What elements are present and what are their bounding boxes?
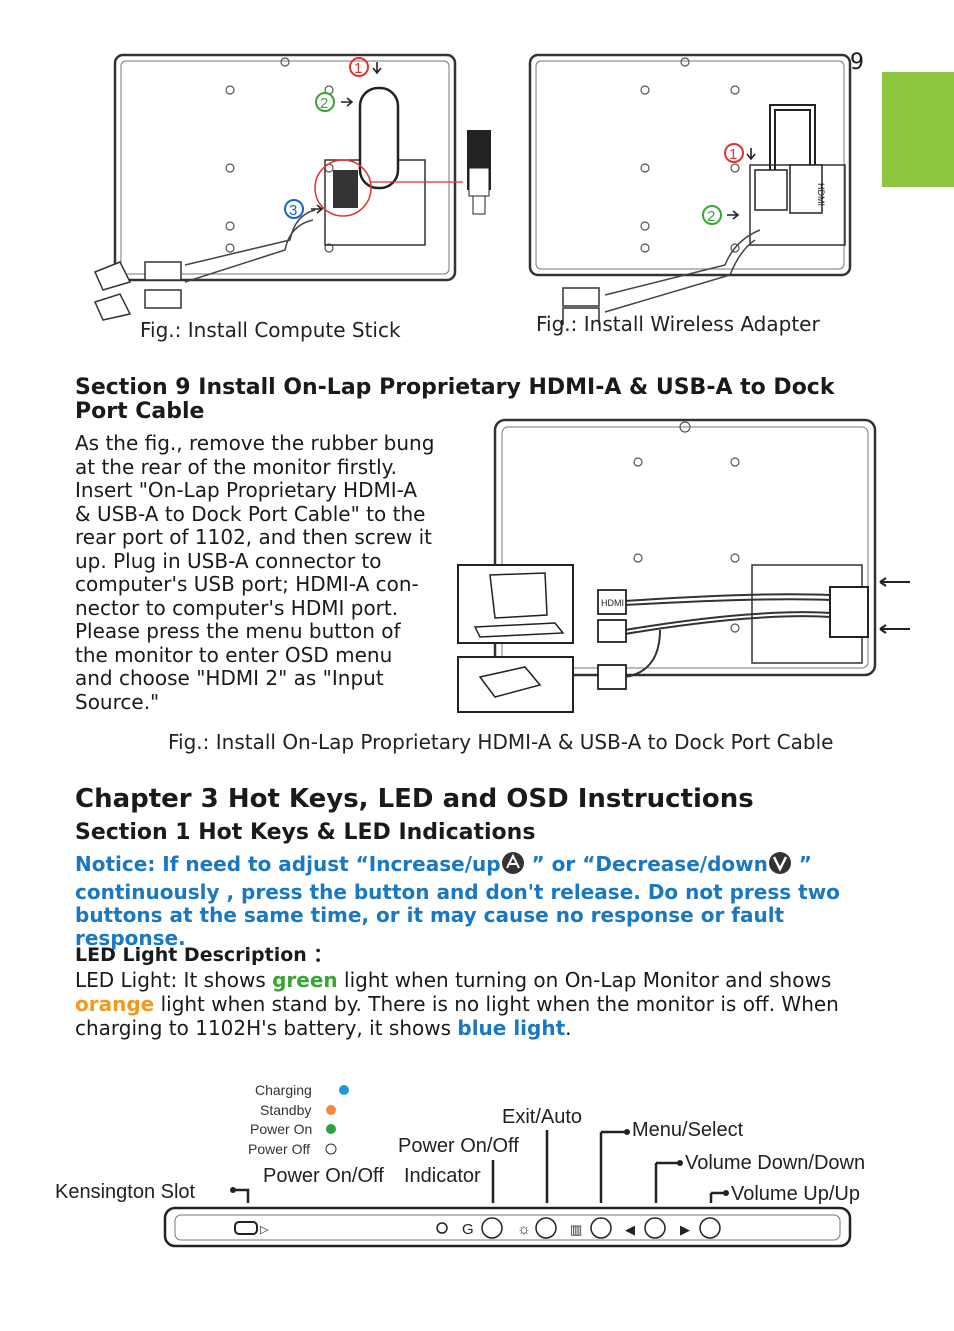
svg-text:2: 2 [320,95,328,112]
figure-hotkeys-diagram: Charging Standby Power On Power Off Kens… [55,1082,865,1248]
led-orange-word: orange [75,992,155,1016]
label-power-onoff: Power On/Off [398,1135,519,1157]
legend-dot-standby [326,1105,336,1115]
figure-compute-stick: 1 2 3 [93,53,491,321]
svg-text:▥: ▥ [570,1222,582,1237]
led-description-heading: LED Light Description ： [75,944,333,966]
svg-text:◀: ◀ [625,1222,635,1237]
notice-block: Notice: If need to adjust “Increase/up ”… [75,852,840,950]
svg-text:G: G [462,1221,474,1238]
svg-text:HDMI: HDMI [601,598,624,608]
legend-dot-power-off [325,1143,337,1155]
figure-caption-dock-cable: Fig.: Install On-Lap Proprietary HDMI-A … [168,730,834,754]
label-exit-auto: Exit/Auto [502,1106,582,1128]
legend-dot-power-on [326,1124,336,1134]
section9-title: Section 9 Install On-Lap Proprietary HDM… [75,375,835,424]
svg-text:1: 1 [354,60,362,77]
svg-text:HDMI: HDMI [816,183,826,206]
section9-paragraph: As the fig., remove the rubber bung at t… [75,431,435,714]
svg-text:3: 3 [289,202,297,219]
svg-text:☼: ☼ [517,1221,531,1238]
section1-title: Section 1 Hot Keys & LED Indications [75,820,536,845]
svg-text:▷: ▷ [260,1224,269,1236]
legend-power-on: Power On [250,1121,312,1137]
up-button-icon [501,852,524,874]
figure-wireless-adapter: HDMI 1 2 [528,53,852,325]
page-number: 9 [850,50,864,75]
label-volume-down: Volume Down/Down [685,1152,865,1174]
legend-standby: Standby [260,1102,311,1118]
led-blue-word: blue light [457,1016,566,1040]
label-volume-up: Volume Up/Up [731,1183,860,1205]
svg-text:2: 2 [707,208,715,225]
led-green-word: green [272,968,338,992]
figure-caption-compute-stick: Fig.: Install Compute Stick [140,318,401,342]
figure-dock-cable: HDMI [457,418,910,713]
chapter-title: Chapter 3 Hot Keys, LED and OSD Instruct… [75,784,754,814]
chapter-tab [882,72,954,187]
label-power-onoff-indicator-1: Power On/Off [263,1165,384,1187]
led-description-text: LED Light: It shows green light when tur… [75,968,839,1040]
label-menu-select: Menu/Select [632,1119,744,1141]
down-button-icon [768,852,791,874]
figure-caption-wireless-adapter: Fig.: Install Wireless Adapter [536,312,820,336]
legend-power-off: Power Off [248,1141,310,1157]
legend-dot-charging [339,1085,349,1095]
label-indicator: Indicator [404,1165,481,1187]
legend-charging: Charging [255,1082,312,1098]
svg-text:1: 1 [729,146,737,163]
label-kensington-slot: Kensington Slot [55,1181,196,1203]
svg-text:▶: ▶ [680,1222,690,1237]
